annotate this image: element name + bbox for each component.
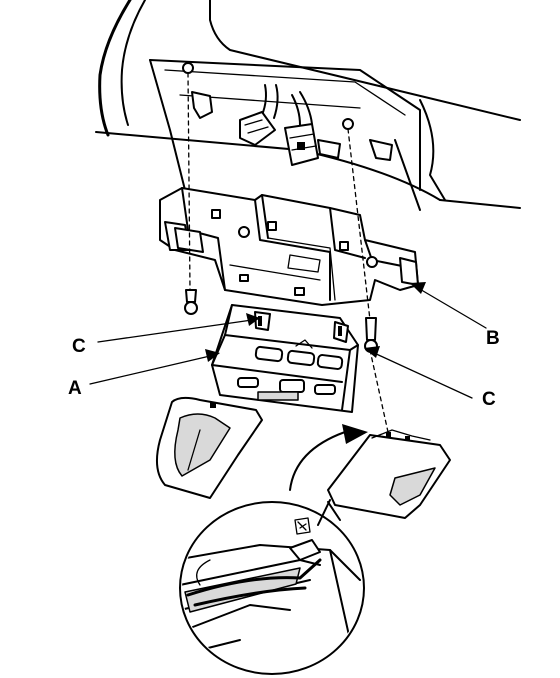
screw-hole-icon-left: [182, 62, 194, 74]
callout-a: A: [68, 378, 82, 399]
detail-view: [179, 499, 365, 675]
right-lens-cover: [327, 429, 451, 519]
roof-panel: [95, 0, 521, 211]
wire-harness: [239, 84, 319, 166]
screw-icon-right: [365, 317, 377, 341]
connector-left: [239, 111, 276, 146]
callout-c-lower: C: [482, 389, 496, 410]
callout-c-upper: C: [72, 336, 86, 357]
callout-b: B: [486, 328, 500, 349]
leader-lines: [89, 282, 487, 399]
left-lens-cover: [155, 396, 263, 499]
removal-arrow: [289, 424, 368, 491]
console-bracket: [159, 187, 419, 306]
screw-path-left: [182, 62, 198, 315]
screw-hole-icon-right: [342, 118, 354, 130]
screw-icon-left: [185, 289, 197, 303]
console-unit: [211, 304, 359, 413]
